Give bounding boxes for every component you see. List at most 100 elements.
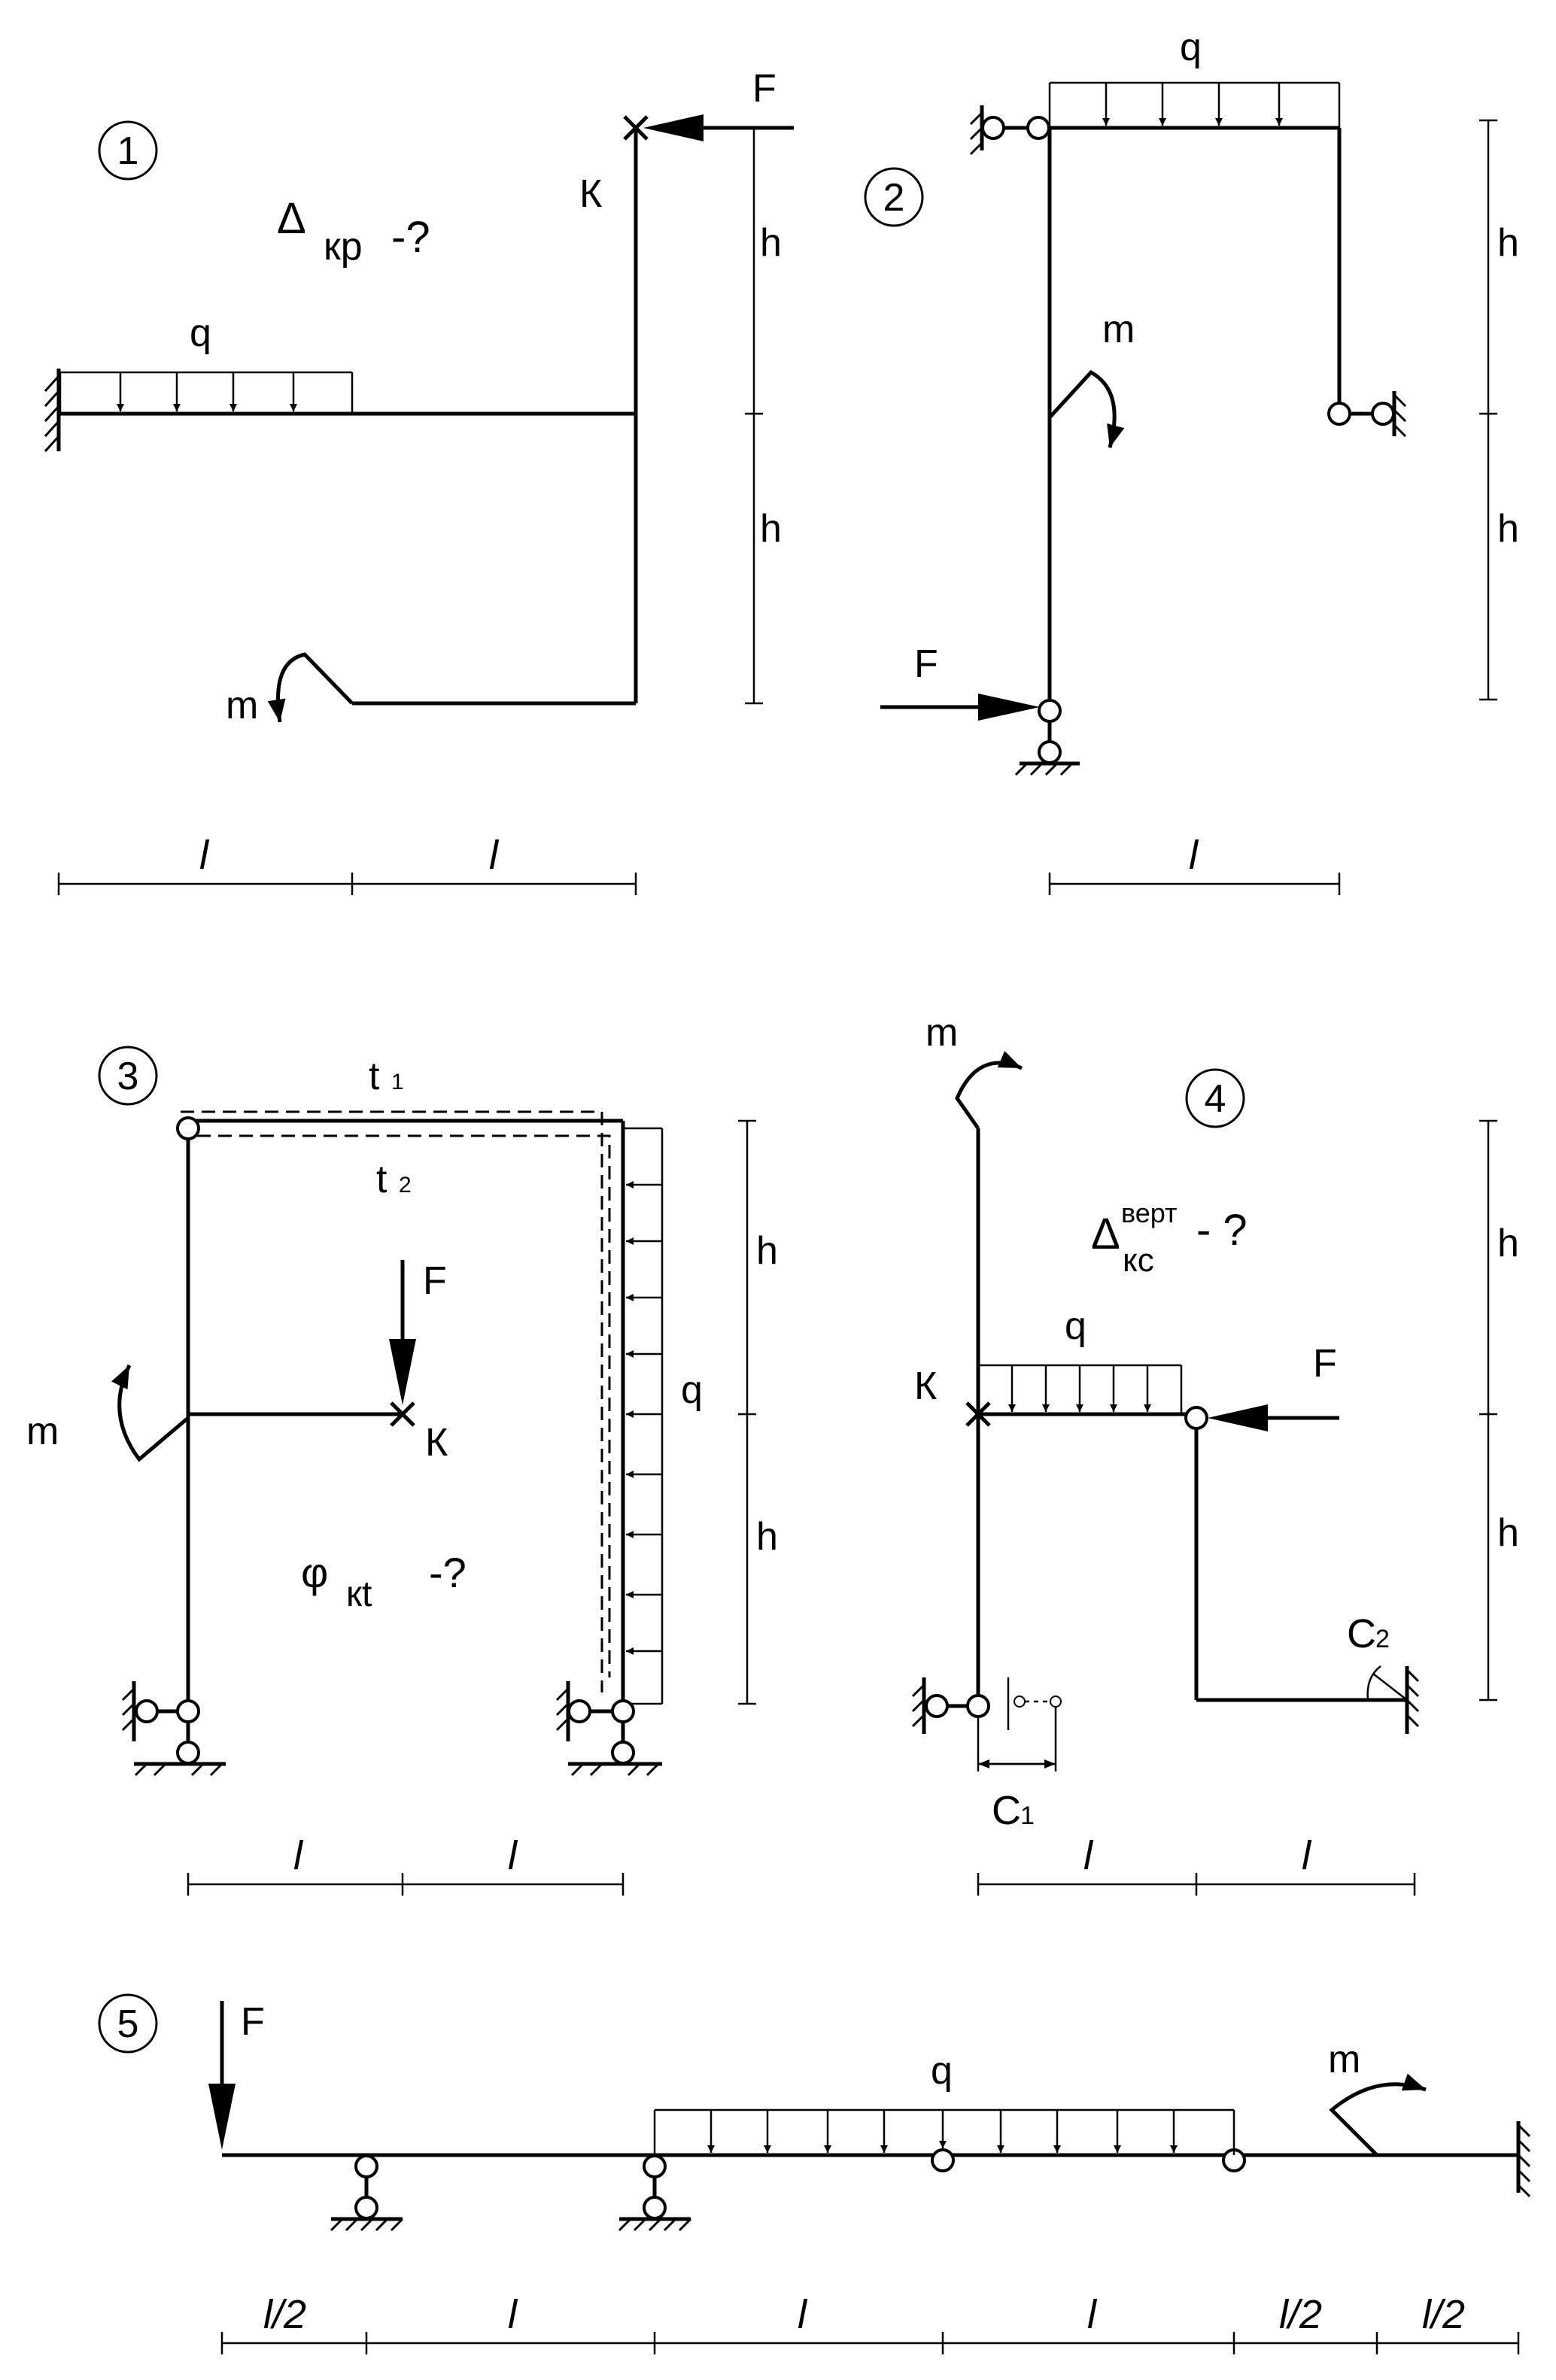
unknown-query: -? xyxy=(429,1549,466,1596)
moment-m-label: m xyxy=(1102,308,1135,351)
load-q-label: q xyxy=(190,311,211,355)
scheme-number-circle xyxy=(98,1046,158,1106)
scheme-number: 2 xyxy=(883,176,905,220)
scheme-number-circle xyxy=(864,167,924,227)
force-f-arrowhead xyxy=(208,2084,236,2150)
dimension-l-label: l xyxy=(1302,1833,1312,1878)
scheme-5: 5 F xyxy=(98,1993,1531,2354)
ground-hatching xyxy=(618,2218,692,2232)
scheme-number-circle xyxy=(98,1993,158,2054)
moment-m-arrow xyxy=(1048,369,1125,448)
hinge xyxy=(1327,402,1351,426)
ground-hatching xyxy=(121,1687,223,1777)
scheme-3: 3 t 1 t 2 К F m φ кt -? xyxy=(26,1046,778,1896)
point-k-cross xyxy=(390,1401,415,1427)
delta-subscript: кс xyxy=(1123,1242,1154,1279)
dimension-l-label: l xyxy=(489,833,500,878)
force-f-label: F xyxy=(752,67,776,111)
phi-symbol: φ xyxy=(301,1549,328,1596)
load-q-label: q xyxy=(1180,26,1202,69)
dimension-h xyxy=(1479,1119,1497,1702)
hinge xyxy=(1026,116,1050,140)
dimension-h xyxy=(745,126,763,705)
moment-m-label: m xyxy=(925,1011,958,1055)
dimension-l xyxy=(1048,873,1341,895)
point-k-label: К xyxy=(579,172,602,216)
distributed-load-q xyxy=(59,371,354,414)
dimension-h xyxy=(1479,119,1497,701)
hinge xyxy=(135,1699,159,1723)
scheme-number: 1 xyxy=(117,129,139,173)
wall-hatching xyxy=(969,111,983,156)
delta-symbol: Δ xyxy=(1091,1210,1120,1258)
scheme-1: 1 К F xyxy=(44,67,794,895)
distributed-load-q xyxy=(653,2108,1235,2155)
dimension-h-label: h xyxy=(1497,221,1519,265)
dimension-l-label: l xyxy=(1083,1833,1094,1878)
moment-m-label: m xyxy=(26,1410,59,1453)
hinge xyxy=(1184,1406,1208,1430)
force-f-label: F xyxy=(241,2000,265,2044)
dimension-h-label: h xyxy=(1497,507,1519,551)
t2-subscript: 2 xyxy=(399,1173,412,1198)
dimension-l-label: l xyxy=(1087,2292,1098,2337)
hinge xyxy=(1371,402,1395,426)
wall-hatching xyxy=(1406,1668,1420,1728)
t2-label: t xyxy=(376,1158,387,1201)
delta-subscript: кр xyxy=(324,225,363,269)
wall-hatching xyxy=(911,1683,925,1728)
scheme-number: 5 xyxy=(117,2002,139,2046)
hinge xyxy=(643,2196,667,2220)
hinge xyxy=(966,1694,990,1718)
moment-m-arrow xyxy=(1329,2073,1427,2157)
load-q-label: q xyxy=(681,1368,703,1412)
dimension-l-label: l xyxy=(293,1833,304,1878)
dimension-h-label: h xyxy=(760,507,782,551)
wall-hatching xyxy=(1393,393,1407,438)
rotation-c2-line xyxy=(1372,1673,1408,1701)
scheme-number: 3 xyxy=(117,1055,139,1098)
point-k-cross xyxy=(623,115,649,141)
scheme-2: 2 xyxy=(864,26,1519,895)
dimension-h-label: h xyxy=(760,221,782,265)
distributed-load-q xyxy=(1048,81,1341,128)
moment-m-label: m xyxy=(1328,2038,1360,2081)
hinge xyxy=(1038,699,1062,723)
scheme-number-circle xyxy=(1185,1068,1245,1128)
hinge xyxy=(925,1694,949,1718)
dimension-l-label: l xyxy=(508,1833,518,1878)
dimension-l-half-label: l/2 xyxy=(1279,2292,1322,2337)
hinge xyxy=(176,1116,200,1140)
wall-hatching xyxy=(1517,2123,1531,2198)
delta-symbol: Δ xyxy=(277,194,306,243)
temperature-line-t2 xyxy=(197,1134,611,1677)
dimension-l-half-label: l/2 xyxy=(1422,2292,1465,2337)
scheme-number-circle xyxy=(98,120,158,181)
hinge xyxy=(354,2196,378,2220)
force-f-arrowhead xyxy=(389,1339,416,1405)
hinge xyxy=(176,1699,200,1723)
settlement-c1-label: C xyxy=(992,1788,1021,1833)
dimension-l-label: l xyxy=(1189,833,1199,878)
hinge xyxy=(611,1699,635,1723)
force-f-label: F xyxy=(1313,1342,1337,1386)
hinge xyxy=(1038,740,1062,764)
hinge xyxy=(643,2154,667,2178)
wall-hatching xyxy=(44,375,60,453)
scheme-4: 4 m Δ верт кс - ? К q xyxy=(911,1011,1519,1896)
internal-hinge xyxy=(931,2148,955,2172)
displaced-hinge xyxy=(1014,1695,1026,1708)
temperature-line-t1 xyxy=(181,1110,603,1692)
moment-m-label: m xyxy=(226,684,258,727)
unknown-query: -? xyxy=(391,213,430,262)
point-k-label: К xyxy=(425,1421,448,1465)
rotation-c2-arc xyxy=(1366,1665,1381,1701)
settlement-c1-subscript: 1 xyxy=(1020,1802,1035,1830)
moment-m-arrow xyxy=(111,1364,190,1462)
hinge xyxy=(981,116,1005,140)
force-f-arrowhead xyxy=(978,694,1040,721)
distributed-load-q xyxy=(977,1364,1183,1414)
dimension-h-label: h xyxy=(1497,1511,1519,1555)
moment-m-arrow xyxy=(267,652,354,723)
